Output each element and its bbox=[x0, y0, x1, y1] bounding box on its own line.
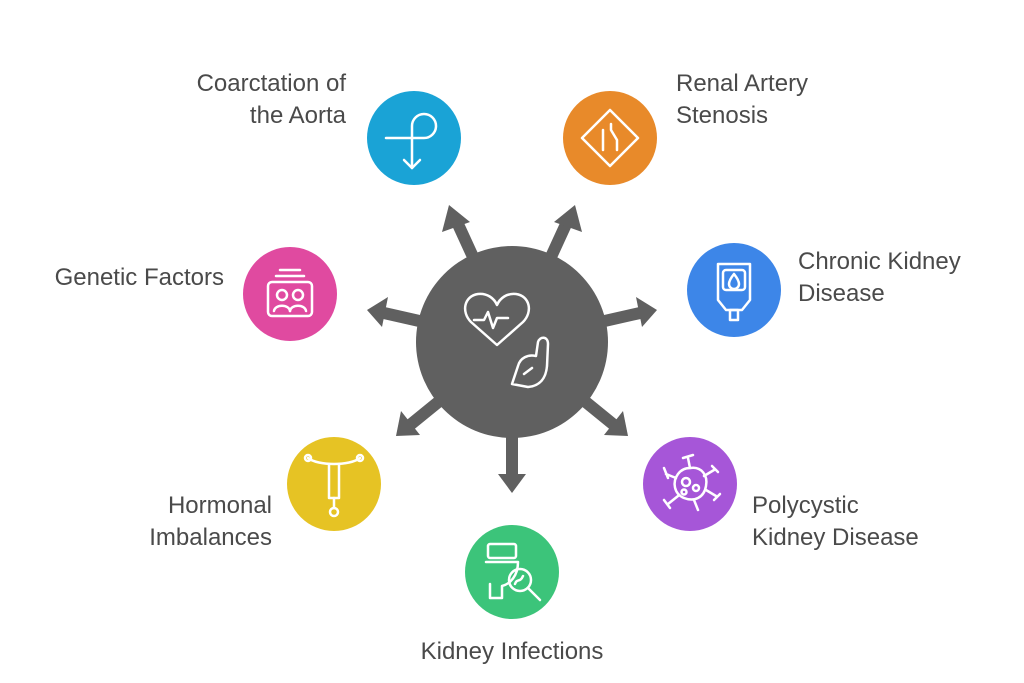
toilet-magnifier-icon bbox=[484, 542, 542, 602]
label-ckd-line1: Chronic Kidney bbox=[798, 248, 961, 275]
factor-renal bbox=[563, 91, 657, 185]
label-coarctation-line1: Coarctation of bbox=[196, 70, 346, 97]
label-genetic-line1: Genetic Factors bbox=[54, 264, 224, 291]
factor-ckd bbox=[687, 243, 781, 337]
label-renal-line1: Renal Artery bbox=[676, 70, 809, 97]
label-ckd-line2: Disease bbox=[798, 280, 885, 307]
label-genetic: Genetic Factors bbox=[55, 262, 224, 294]
factor-infections bbox=[465, 525, 559, 619]
family-portrait-icon bbox=[266, 268, 314, 318]
cyst-cell-icon bbox=[662, 453, 722, 512]
glucose-meter-icon bbox=[716, 262, 752, 322]
factor-genetic bbox=[243, 247, 337, 341]
label-coarctation: Coarctation of the Aorta bbox=[197, 68, 346, 132]
label-renal-line2: Stenosis bbox=[676, 102, 769, 129]
road-narrows-sign-icon bbox=[580, 108, 640, 168]
label-infections-line1: Kidney Infections bbox=[420, 638, 604, 665]
label-renal: Renal Artery Stenosis bbox=[676, 68, 808, 132]
iud-icon bbox=[303, 453, 365, 518]
factor-pkd bbox=[643, 437, 737, 531]
genetic-circle bbox=[243, 247, 337, 341]
heart-strength-icon bbox=[463, 292, 550, 389]
label-pkd-line1: Polycystic bbox=[752, 492, 859, 519]
label-hormonal-line2: Imbalances bbox=[149, 524, 272, 551]
renal-circle bbox=[563, 91, 657, 185]
factor-hormonal bbox=[287, 437, 381, 531]
factor-coarctation bbox=[367, 91, 461, 185]
label-pkd: Polycystic Kidney Disease bbox=[752, 490, 919, 554]
label-hormonal-line1: Hormonal bbox=[167, 492, 272, 519]
label-ckd: Chronic Kidney Disease bbox=[798, 246, 961, 310]
label-coarctation-line2: the Aorta bbox=[249, 102, 346, 129]
label-hormonal: Hormonal Imbalances bbox=[149, 490, 272, 554]
label-infections: Kidney Infections bbox=[362, 636, 662, 668]
loop-arrow-icon bbox=[384, 112, 438, 170]
label-pkd-line2: Kidney Disease bbox=[752, 524, 919, 551]
center-hub bbox=[416, 246, 608, 438]
